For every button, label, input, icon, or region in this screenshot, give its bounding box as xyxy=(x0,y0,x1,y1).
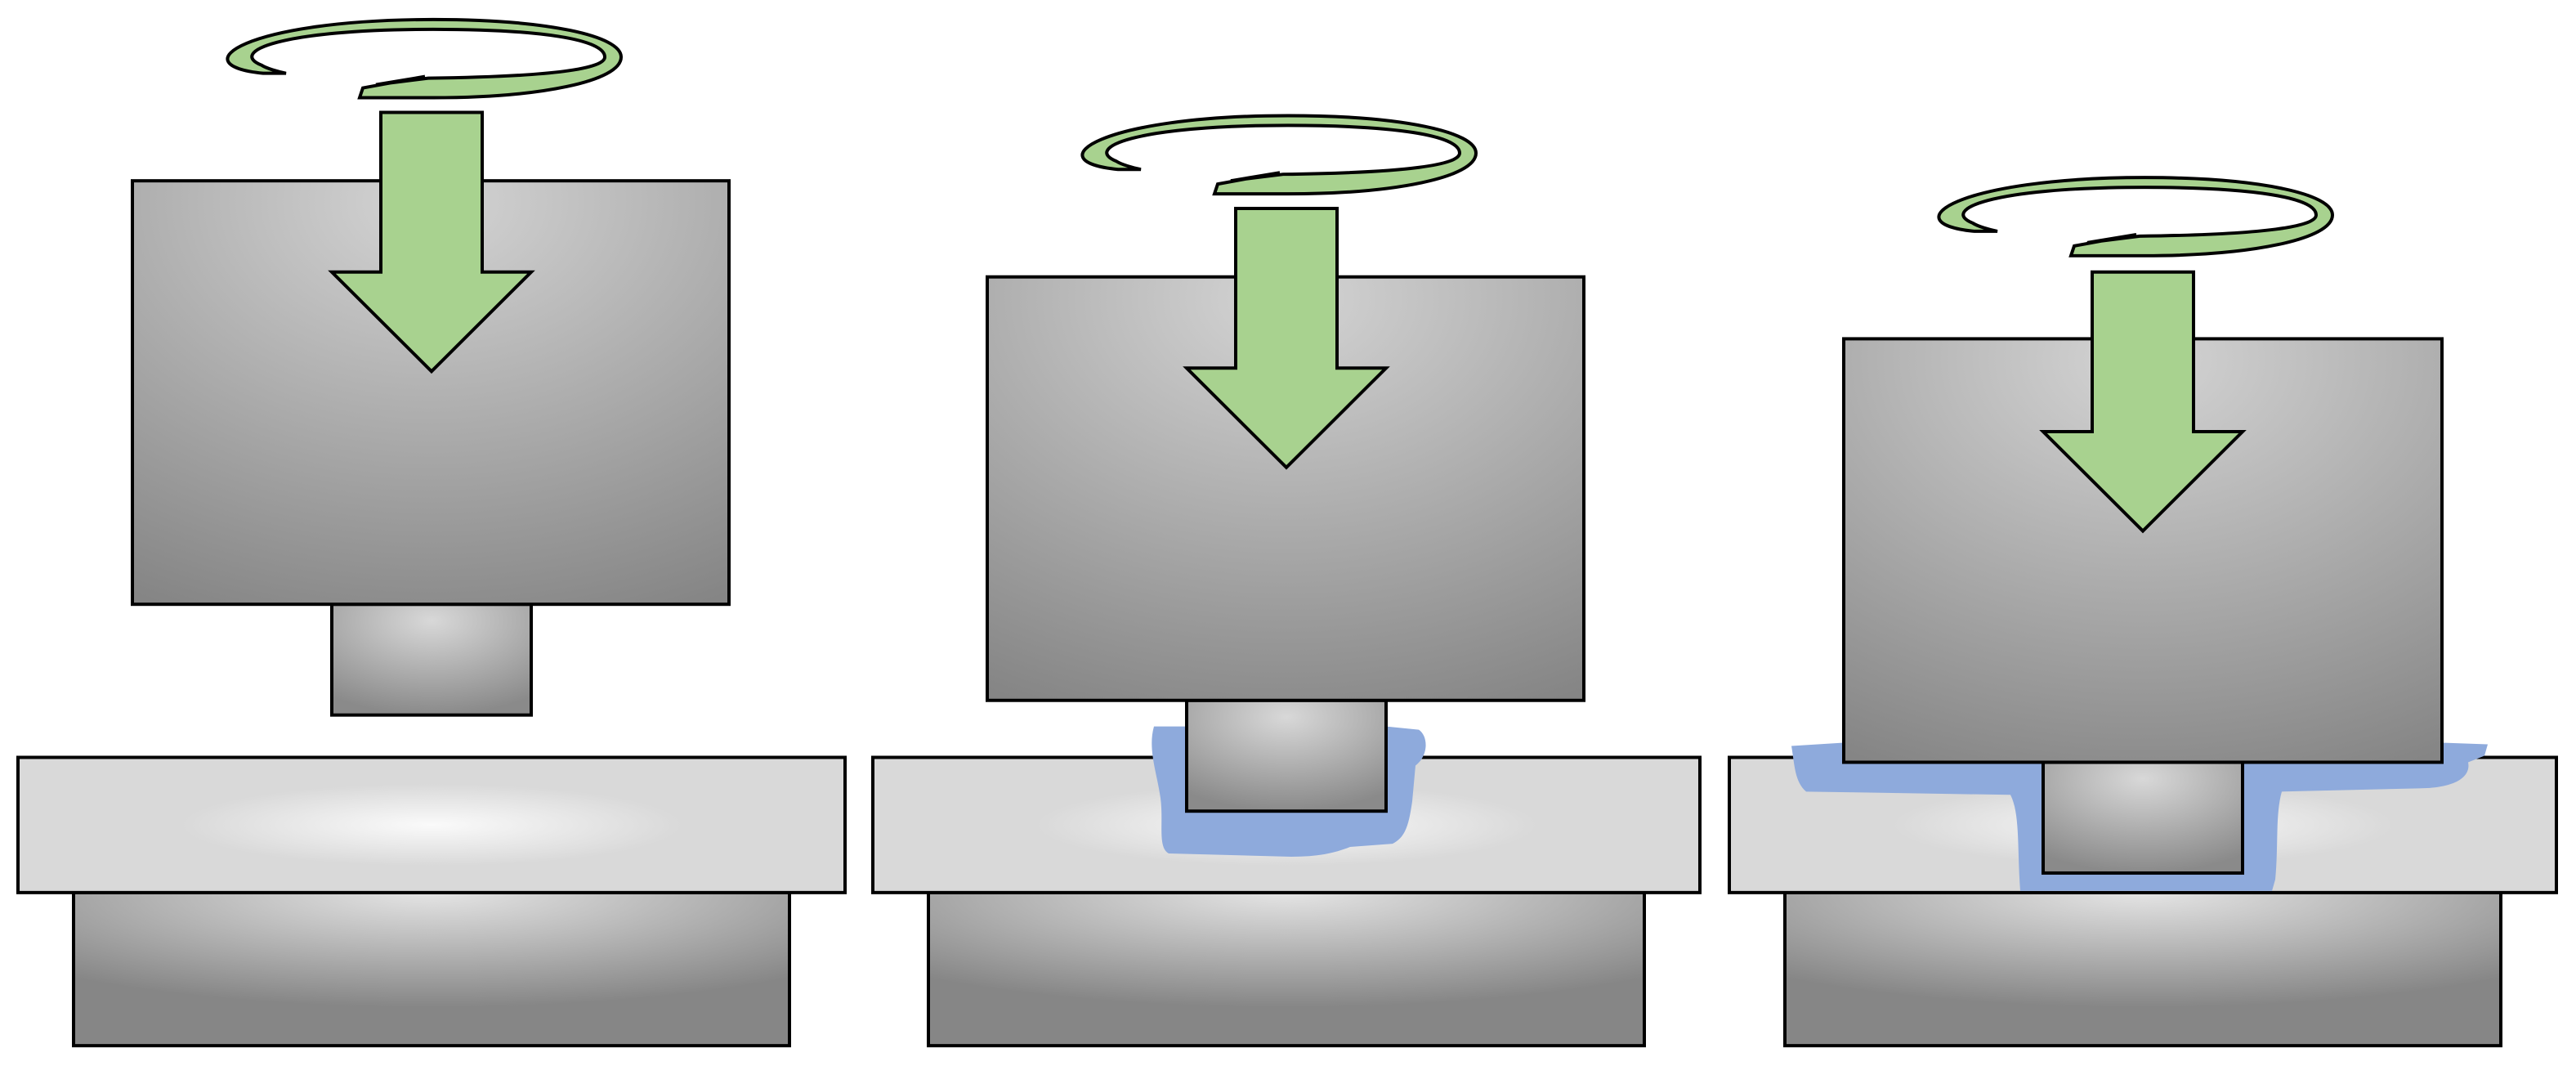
rotation-arrow-icon xyxy=(1937,176,2335,258)
downforce-arrow-icon xyxy=(1183,207,1390,470)
downforce-arrow-icon xyxy=(328,110,535,374)
stage-3-shoulder-contact xyxy=(1728,176,2558,1048)
backing-anvil xyxy=(1783,890,2502,1048)
tool-pin xyxy=(1185,698,1388,813)
plasticized-material xyxy=(1152,726,1426,858)
tool-pin xyxy=(2042,760,2244,875)
workpiece-plate xyxy=(16,755,847,894)
downforce-arrow-icon xyxy=(2039,270,2247,534)
rotation-arrow-icon xyxy=(1080,114,1478,196)
stage-2-pin-plunge xyxy=(871,114,1702,1048)
tool-pin xyxy=(330,602,533,717)
rotation-arrow-icon xyxy=(226,17,624,100)
backing-anvil xyxy=(927,890,1646,1048)
stage-1-tool-approaching xyxy=(16,17,847,1048)
backing-anvil xyxy=(72,890,791,1048)
